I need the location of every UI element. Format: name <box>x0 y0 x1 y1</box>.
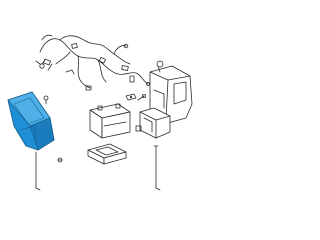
hold-down-rod-left[interactable] <box>35 151 41 191</box>
parts-diagram <box>7 34 193 191</box>
battery-support-base[interactable] <box>87 143 127 165</box>
wiring-harness[interactable] <box>35 34 150 91</box>
bolt[interactable] <box>57 157 63 163</box>
battery-hold-down-bracket[interactable] <box>125 93 137 101</box>
battery-tray[interactable] <box>7 91 55 151</box>
bolt[interactable] <box>43 95 49 105</box>
hold-down-rod-right[interactable] <box>153 145 161 191</box>
reservoir-bracket-assembly[interactable] <box>135 60 193 139</box>
battery[interactable] <box>89 103 131 139</box>
